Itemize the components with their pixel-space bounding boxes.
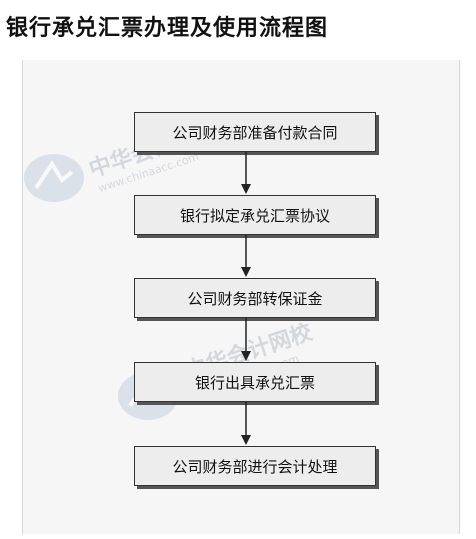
page-title: 银行承兑汇票办理及使用流程图 — [6, 16, 329, 41]
flow-step-4: 银行出具承兑汇票 — [134, 362, 376, 402]
flow-arrow-1 — [241, 152, 251, 194]
watermark-logo-icon — [24, 154, 84, 202]
flow-arrow-3 — [241, 318, 251, 361]
flow-arrow-4 — [241, 402, 251, 445]
flow-step-1: 公司财务部准备付款合同 — [134, 112, 376, 152]
flow-step-5: 公司财务部进行会计处理 — [134, 446, 376, 486]
flow-arrow-2 — [241, 235, 251, 277]
flow-step-2: 银行拟定承兑汇票协议 — [134, 195, 376, 235]
flow-step-3: 公司财务部转保证金 — [134, 278, 376, 318]
